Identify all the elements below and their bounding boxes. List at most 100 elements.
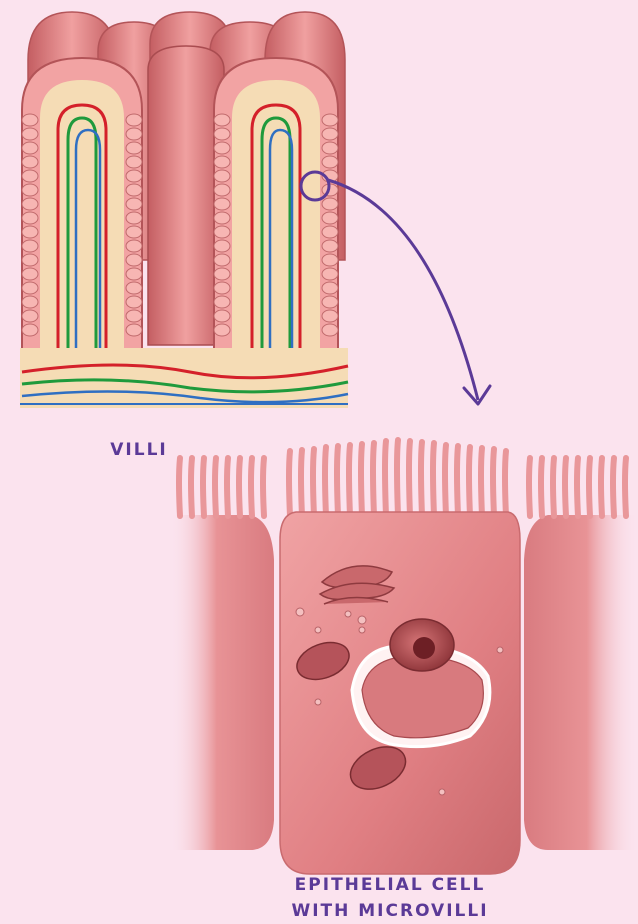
cell-bead (322, 268, 338, 280)
cell-bead (214, 310, 230, 322)
microvillus (421, 442, 422, 516)
cell-bead (322, 282, 338, 294)
microvillus (469, 447, 470, 516)
microvillus (493, 449, 494, 516)
cell-bead (322, 296, 338, 308)
cell-bead (322, 226, 338, 238)
microvillus (529, 458, 530, 516)
microvillus (191, 458, 192, 516)
cell-bead (126, 254, 142, 266)
cell-bead (126, 296, 142, 308)
microvillus (553, 458, 554, 516)
cell-bead (22, 128, 38, 140)
microvillus (601, 458, 602, 516)
cell-bead (126, 184, 142, 196)
cell-bead (126, 268, 142, 280)
microvillus (625, 458, 626, 516)
cell-bead (322, 254, 338, 266)
cell-bead (322, 324, 338, 336)
microvillus (613, 458, 614, 516)
cell-bead (322, 310, 338, 322)
cell-bead (214, 114, 230, 126)
microvillus (589, 458, 590, 516)
cell-bead (214, 324, 230, 336)
cell-bead (322, 156, 338, 168)
cell-bead (322, 240, 338, 252)
cell-bead (126, 114, 142, 126)
left-neighbor-cell (170, 515, 274, 850)
cell-bead (22, 142, 38, 154)
cell-bead (126, 226, 142, 238)
microvillus (397, 440, 398, 516)
nucleolus (413, 637, 435, 659)
microvillus (289, 451, 290, 516)
microvillus (313, 449, 314, 516)
microvillus (301, 450, 302, 516)
microvillus (325, 447, 326, 516)
microvillus (565, 458, 566, 516)
epithelial-cell-label: EPITHELIAL CELL WITH MICROVILLI (260, 872, 520, 924)
cell-bead (214, 254, 230, 266)
cell-bead (126, 128, 142, 140)
central-villus (148, 46, 224, 345)
microvillus (227, 458, 228, 516)
villi-label: VILLI (104, 440, 174, 460)
cell-bead (322, 142, 338, 154)
cell-bead (214, 296, 230, 308)
microvillus (577, 458, 578, 516)
microvillus (215, 458, 216, 516)
left-villus (22, 58, 142, 350)
cell-bead (126, 198, 142, 210)
cell-bead (214, 198, 230, 210)
submucosa-base (20, 348, 348, 408)
microvillus (239, 458, 240, 516)
cell-bead (214, 282, 230, 294)
microvillus (433, 443, 434, 516)
cell-bead (214, 128, 230, 140)
cell-bead (22, 156, 38, 168)
cell-bead (22, 198, 38, 210)
microvilli (179, 440, 626, 516)
cell-bead (22, 310, 38, 322)
cell-bead (22, 226, 38, 238)
cell-bead (126, 212, 142, 224)
cell-bead (126, 324, 142, 336)
cell-bead (126, 282, 142, 294)
microvillus (481, 448, 482, 516)
cell-bead (126, 156, 142, 168)
cell-bead (22, 296, 38, 308)
cell-bead (22, 170, 38, 182)
cell-bead (322, 198, 338, 210)
cell-bead (322, 114, 338, 126)
cell-bead (126, 170, 142, 182)
cell-bead (22, 212, 38, 224)
microvillus (361, 444, 362, 516)
microvillus (373, 443, 374, 516)
cell-bead (214, 142, 230, 154)
cell-bead (22, 114, 38, 126)
cell-bead (214, 184, 230, 196)
cell-bead (126, 240, 142, 252)
villi-illustration (20, 12, 348, 408)
microvillus (203, 458, 204, 516)
cell-bead (22, 254, 38, 266)
microvillus (337, 446, 338, 516)
microvillus (349, 445, 350, 516)
microvillus (505, 451, 506, 516)
microvillus (385, 441, 386, 516)
microvillus (251, 458, 252, 516)
cell-bead (214, 226, 230, 238)
microvillus (179, 458, 180, 516)
cell-bead (214, 212, 230, 224)
epithelial-cell-label-line1: EPITHELIAL CELL (260, 872, 520, 898)
cell-bead (126, 310, 142, 322)
microvillus (445, 445, 446, 516)
cell-bead (214, 268, 230, 280)
epithelial-cell-label-line2: WITH MICROVILLI (260, 898, 520, 924)
cell-bead (214, 240, 230, 252)
microvillus (409, 441, 410, 516)
cell-bead (22, 184, 38, 196)
cell-bead (22, 240, 38, 252)
microvillus (541, 458, 542, 516)
